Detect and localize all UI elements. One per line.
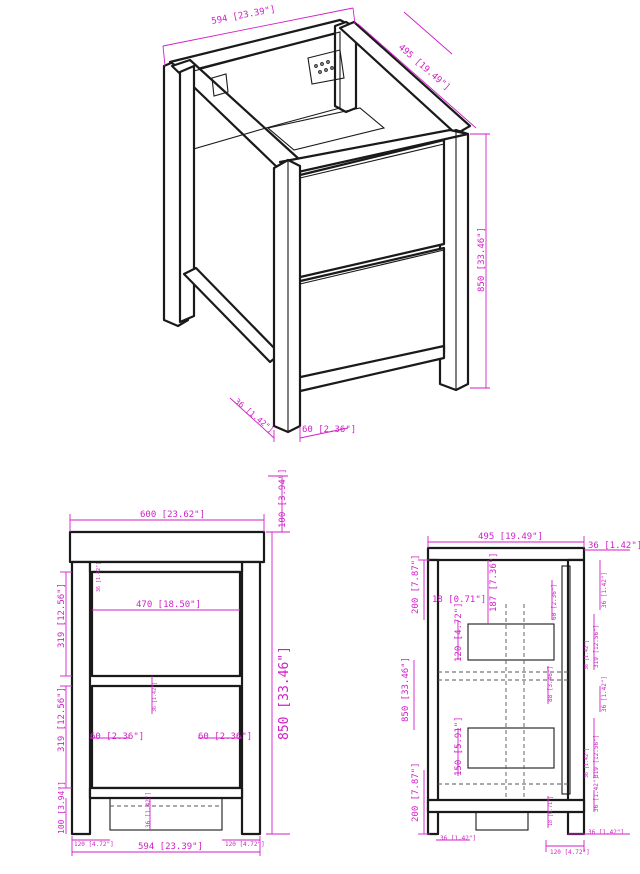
side-drawer-offset-label: 187 [7.36"] [489, 552, 499, 612]
side-height-label: 850 [33.46"] [401, 657, 411, 722]
side-foot-left-label: 36 [1.42"] [440, 835, 476, 842]
front-drawer-upper [90, 570, 242, 678]
front-top-width-label: 600 [23.62"] [140, 510, 205, 520]
side-leg-label: 36 [1.42"] [588, 541, 640, 551]
iso-bracket-right [307, 49, 345, 85]
side-right-top-label: 36 [1.42"] [601, 572, 608, 608]
side-right-bottom-label: 36 [1.42"] [593, 776, 600, 812]
front-drawer-bottom-label: 319 [12.56"] [57, 687, 67, 752]
iso-width-label: 594 [23.39"] [211, 5, 277, 27]
side-view [426, 546, 586, 836]
side-right-mid-upper-label: 319 [12.56"] [593, 625, 600, 668]
iso-height-label: 850 [33.46"] [477, 227, 487, 292]
side-divider-label: 36 [1.42"] [601, 676, 608, 712]
front-top-rail [88, 560, 244, 574]
front-foot-right-label: 120 [4.72"] [225, 841, 265, 848]
iso-top-rail-back [168, 18, 358, 74]
iso-inner-box [266, 107, 386, 151]
front-drawer-top-label: 319 [12.56"] [57, 583, 67, 648]
iso-bracket-left [211, 73, 229, 97]
front-rail-small-label: 36 [1.42"] [145, 792, 152, 828]
front-height-label: 850 [33.46"] [277, 646, 292, 740]
isometric-view [162, 18, 472, 434]
side-top-rail [426, 546, 586, 562]
side-slide-upper [467, 623, 555, 661]
side-small-c-label: 18 [0.71"] [548, 796, 554, 826]
side-drawer-front [561, 565, 571, 795]
front-base-width-label: 594 [23.39"] [138, 842, 203, 852]
side-plinth [475, 811, 529, 831]
side-depth-label: 495 [19.49"] [478, 532, 543, 542]
iso-side-rail-left [178, 64, 196, 324]
front-inner-width-label: 470 [18.50"] [136, 600, 201, 610]
side-bottom-rail [426, 798, 586, 814]
side-bottom-rail-label: 200 [7.87"] [411, 762, 421, 822]
front-dimensions: 600 [23.62"] 100 [3.94"] 850 [33.46"] 31… [57, 468, 292, 856]
iso-leg-width-label: 60 [2.36"] [302, 425, 356, 435]
front-top-thickness-label: 100 [3.94"] [278, 468, 288, 528]
front-bottom-rail [88, 786, 244, 800]
front-view [68, 530, 266, 836]
front-gap-mid-label: 36 [1.42"] [152, 682, 158, 712]
side-top-rail-label: 200 [7.87"] [411, 554, 421, 614]
iso-top-rail-right [338, 20, 472, 136]
front-leg-right [240, 560, 262, 836]
side-slide-upper-label: 120 [4.72"] [454, 602, 464, 662]
side-rail-label: 18 [0.71"] [432, 595, 486, 605]
front-gap-top-label: 36 [1.42"] [96, 562, 102, 592]
front-leg-left [70, 560, 92, 836]
side-slide-gap-label: 60 [2.36"] [551, 584, 558, 620]
side-slide-lower-label: 150 [5.91"] [454, 716, 464, 776]
side-dimensions: 495 [19.49"] 36 [1.42"] 200 [7.87"] 18 [… [401, 532, 640, 856]
front-leg-left-label: 60 [2.36"] [90, 732, 144, 742]
iso-leg-front-left [272, 158, 302, 434]
front-leg-right-label: 60 [2.36"] [198, 732, 252, 742]
side-small-a-label: 36 [1.42"] [584, 640, 590, 670]
front-foot-left-label: 120 [4.72"] [74, 841, 114, 848]
front-plinth-recess [109, 797, 223, 831]
side-bottom-leg-label: 36 [1.42"] [588, 829, 624, 836]
iso-bottom-rail-left [182, 266, 282, 364]
front-plinth-label: 100 [3.94"] [57, 781, 66, 834]
side-small-b-label: 36 [1.42"] [584, 748, 590, 778]
side-right-mid-lower-label: 319 [12.56"] [593, 735, 600, 778]
front-countertop [68, 530, 266, 564]
side-foot-right-label: 120 [4.72"] [550, 849, 590, 856]
side-mid-gap-label: 88 [3.46"] [547, 666, 554, 702]
side-slide-lower [467, 727, 555, 769]
iso-leg-depth-label: 36 [1.42"] [233, 397, 276, 435]
